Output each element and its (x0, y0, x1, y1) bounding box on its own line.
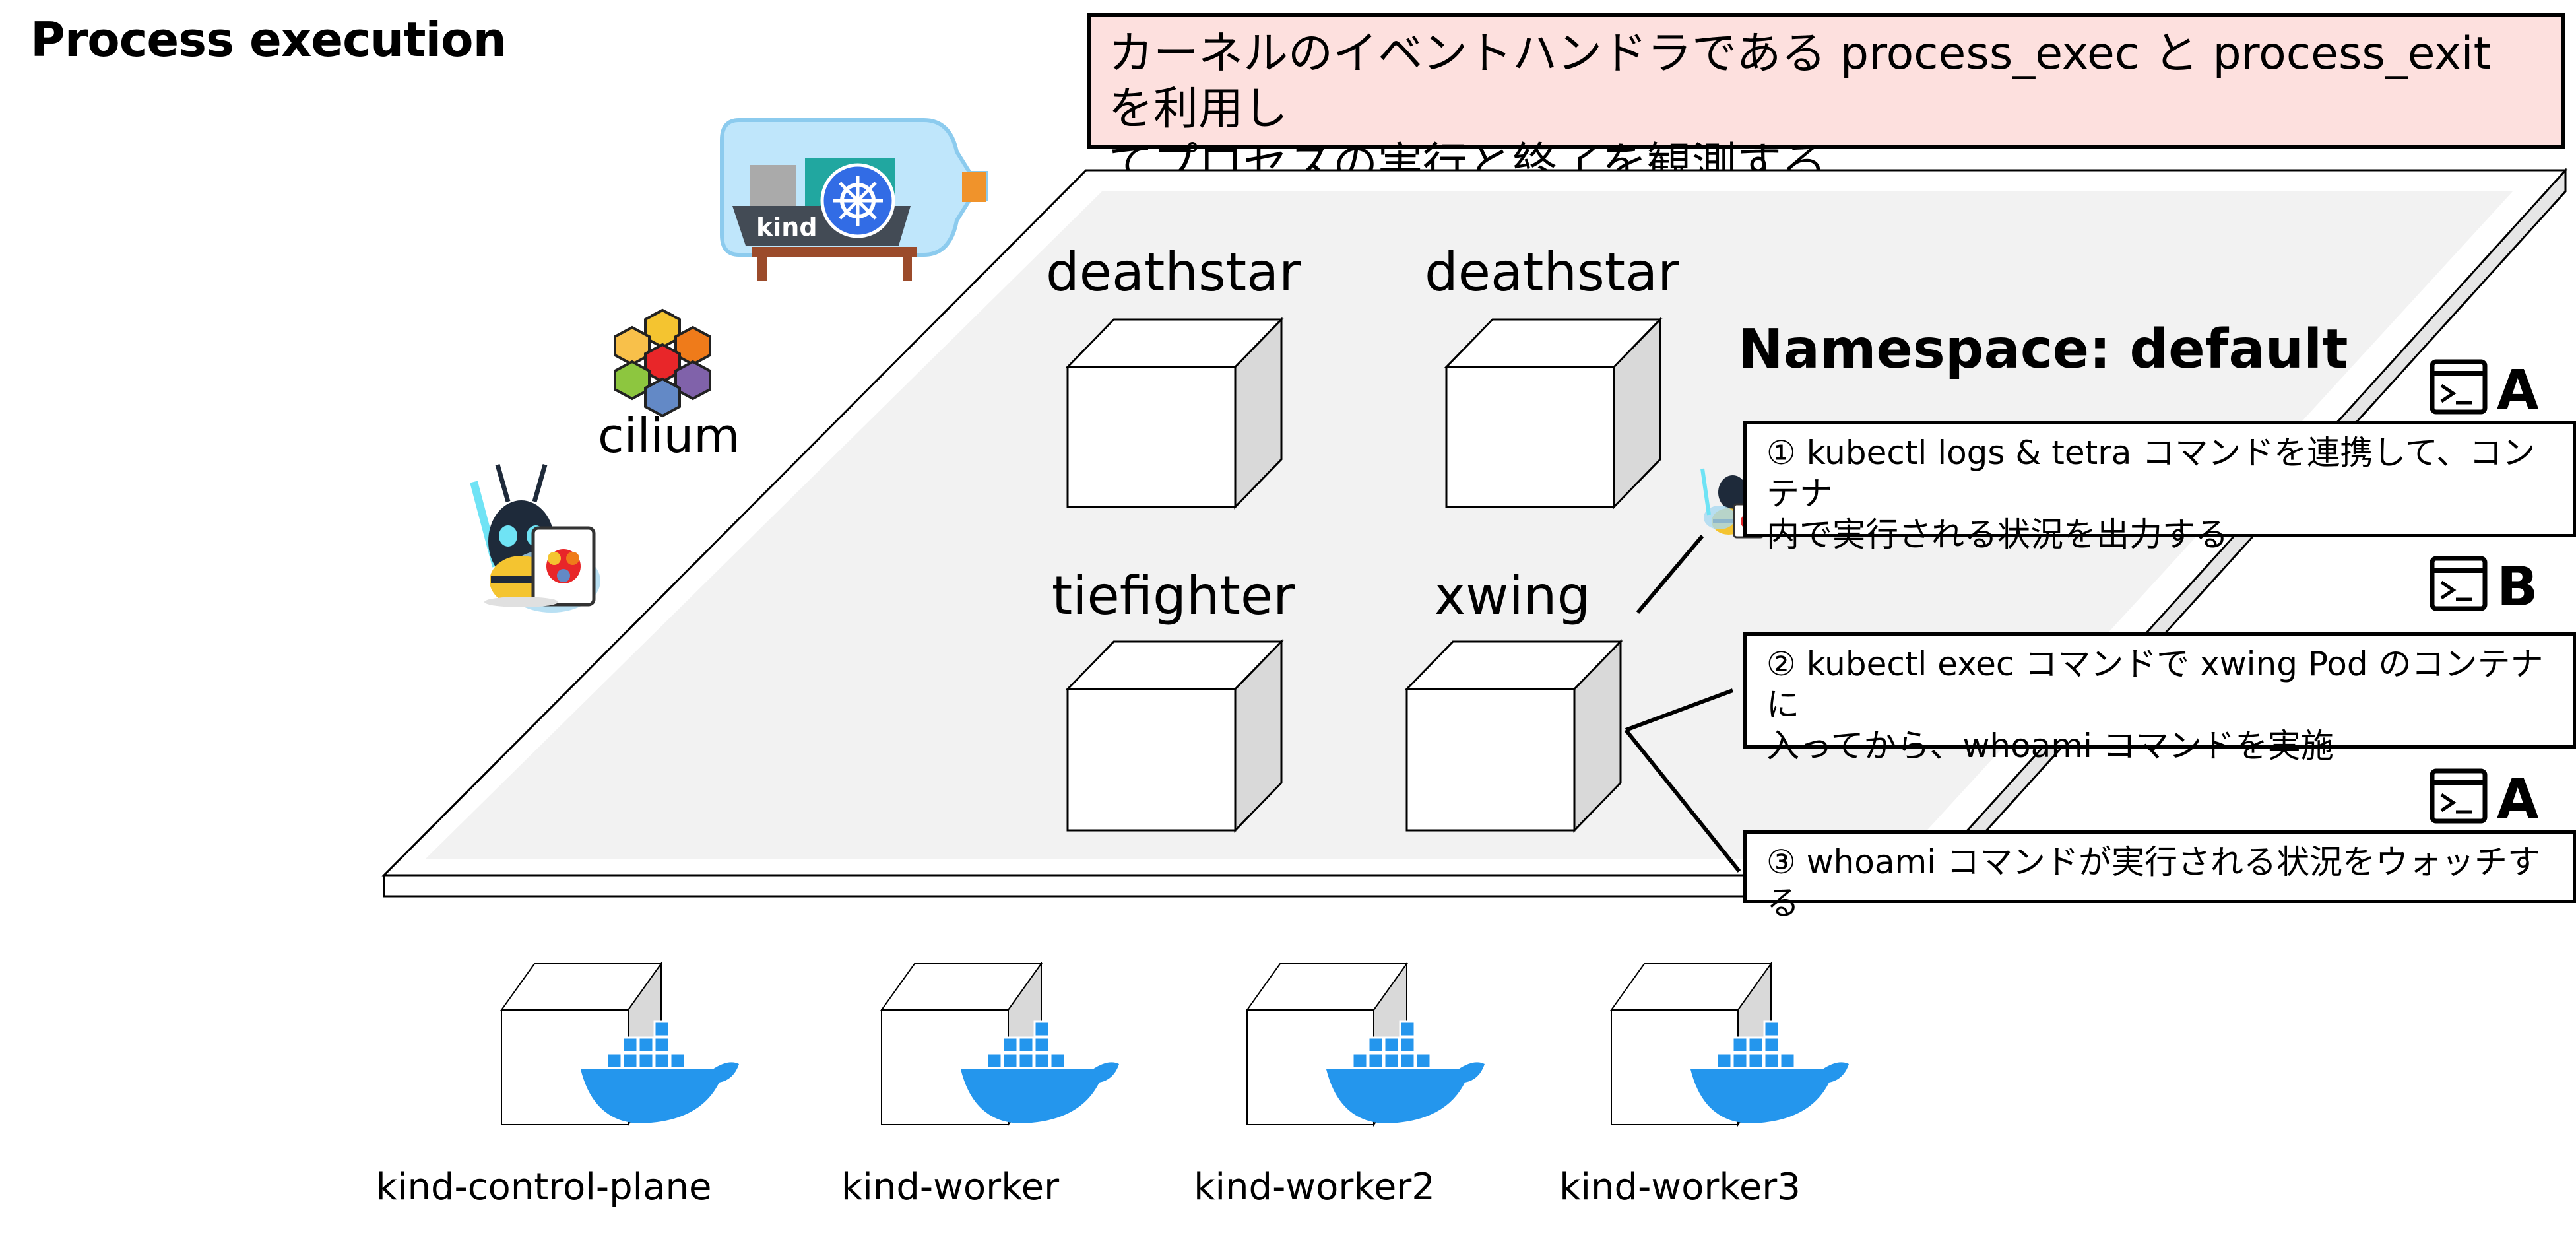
pod-cube-xwing (1404, 639, 1623, 833)
terminal-letter-step3: A (2497, 768, 2539, 831)
terminal-letter-step2: B (2497, 556, 2538, 618)
step-box-1: ① kubectl logs & tetra コマンドを連携して、コンテナ 内で… (1743, 421, 2576, 554)
step-2-line-1: ② kubectl exec コマンドで xwing Pod のコンテナに (1766, 645, 2544, 724)
step-1-line-2: 内で実行される状況を出力する (1766, 516, 2228, 554)
kind-bottle-logo (720, 118, 988, 281)
step-2-line-2: 入ってから、whoami コマンドを実施 (1766, 727, 2334, 765)
docker-whale-icon-2 (961, 1020, 1119, 1123)
terminal-icon-step2 (2430, 556, 2488, 611)
step-box-2: ② kubectl exec コマンドで xwing Pod のコンテナに 入っ… (1743, 632, 2576, 765)
connector-step3 (1624, 729, 1741, 873)
connector-step1 (1636, 535, 1704, 614)
connector-step2 (1625, 688, 1734, 732)
page-title: Process execution (30, 12, 507, 67)
docker-whale-icon-4 (1690, 1020, 1849, 1123)
node-label-kind-control-plane: kind-control-plane (375, 1166, 712, 1209)
pod-label-tiefighter: tiefighter (1051, 565, 1295, 626)
node-label-kind-worker2: kind-worker2 (1194, 1166, 1435, 1209)
docker-whale-icon-3 (1326, 1020, 1485, 1123)
terminal-icon-step1 (2430, 359, 2488, 415)
step-3-line-1: ③ whoami コマンドが実行される状況をウォッチする (1766, 843, 2541, 922)
node-label-kind-worker: kind-worker (841, 1166, 1060, 1209)
kind-logo-text: kind (756, 213, 818, 242)
pod-label-xwing: xwing (1434, 565, 1591, 626)
terminal-icon-step3 (2430, 768, 2488, 824)
description-callout: カーネルのイベントハンドラである process_exec と process_… (1087, 13, 2565, 191)
cilium-logo-text: cilium (598, 408, 740, 463)
step-1-line-1: ① kubectl logs & tetra コマンドを連携して、コンテナ (1766, 434, 2536, 513)
cilium-hex-logo (614, 308, 711, 418)
bee-mascot-large (470, 464, 600, 613)
namespace-label: Namespace: default (1738, 318, 2348, 381)
pod-cube-deathstar-1 (1065, 317, 1284, 510)
node-label-kind-worker3: kind-worker3 (1559, 1166, 1801, 1209)
pod-label-deathstar-2: deathstar (1424, 242, 1680, 303)
docker-whale-icon-1 (581, 1020, 739, 1123)
pod-cube-deathstar-2 (1444, 317, 1663, 510)
pod-label-deathstar-1: deathstar (1045, 242, 1301, 303)
pod-cube-tiefighter (1065, 639, 1284, 833)
step-box-3: ③ whoami コマンドが実行される状況をウォッチする (1743, 830, 2576, 922)
terminal-letter-step1: A (2497, 359, 2539, 422)
callout-line-1: カーネルのイベントハンドラである process_exec と process_… (1109, 28, 2492, 135)
